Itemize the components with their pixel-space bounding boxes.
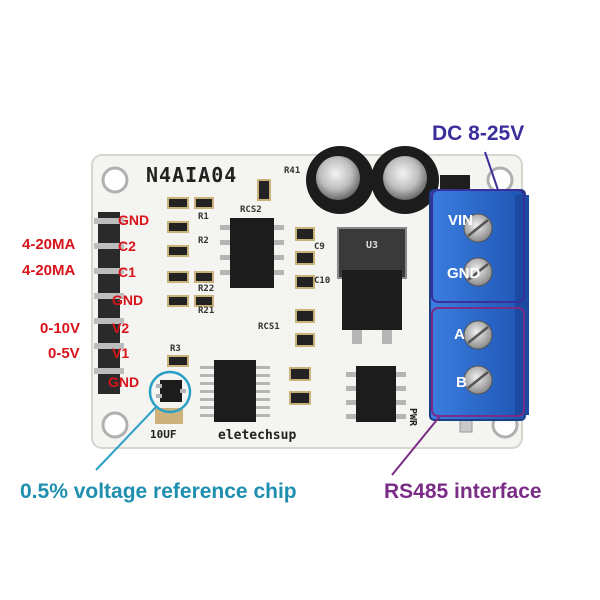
vref-highlight-circle [148, 370, 192, 414]
mounting-hole [101, 166, 129, 194]
silk-c10: C10 [314, 276, 331, 286]
capacitor-2 [371, 146, 439, 214]
callout-rs485: RS485 interface [384, 480, 542, 503]
ic-soic-1 [220, 218, 284, 288]
voltage-reference-chip [156, 380, 186, 402]
pin-c2: C2 [118, 238, 136, 254]
callout-power: DC 8-25V [432, 122, 525, 145]
terminal-vin: VIN [448, 212, 474, 229]
silk-r2: R2 [198, 236, 209, 246]
silk-c9: C9 [314, 242, 325, 252]
power-pointer-line [484, 151, 499, 191]
pin-gnd-2: GND [112, 292, 144, 308]
terminal-gnd: GND [447, 265, 481, 282]
signal-label-v2: 0-10V [40, 320, 81, 337]
silk-rcs1: RCS1 [258, 322, 280, 332]
rs485-highlight-box [431, 307, 525, 417]
pwr-label: PWR [407, 408, 418, 427]
terminal-a: A [454, 326, 465, 343]
pin-gnd-3: GND [108, 374, 140, 390]
silk-r21: R21 [198, 306, 215, 316]
power-highlight-box [431, 189, 525, 303]
silk-u3: U3 [366, 240, 379, 251]
capacitor-1 [306, 146, 374, 214]
silk-r3: R3 [170, 344, 181, 354]
callout-vref: 0.5% voltage reference chip [20, 480, 297, 503]
signal-label-v1: 0-5V [48, 345, 80, 362]
board-model: N4AIA04 [146, 163, 238, 187]
silk-r1: R1 [198, 212, 209, 222]
pin-v2: V2 [112, 320, 130, 336]
signal-label-c1: 4-20MA [22, 262, 76, 279]
vref-pointer-line [95, 406, 157, 471]
terminal-b: B [456, 374, 467, 391]
silk-r22: R22 [198, 284, 215, 294]
silk-r41: R41 [284, 166, 301, 176]
board-brand: eletechsup [218, 428, 297, 443]
screw-terminal [429, 189, 529, 421]
signal-label-c2: 4-20MA [22, 236, 76, 253]
pin-header-pins [94, 218, 124, 374]
pin-v1: V1 [112, 345, 130, 361]
pin-gnd-1: GND [118, 212, 150, 228]
ic-soic-rs485 [346, 366, 406, 422]
voltage-regulator [337, 227, 407, 344]
ic-tssop [200, 360, 270, 422]
diode [440, 175, 470, 191]
capacitor-label: 10UF [150, 428, 177, 441]
pin-c1: C1 [118, 264, 136, 280]
mounting-hole [101, 411, 129, 439]
rs485-pointer-line [391, 415, 441, 476]
silk-rcs2: RCS2 [240, 205, 262, 215]
